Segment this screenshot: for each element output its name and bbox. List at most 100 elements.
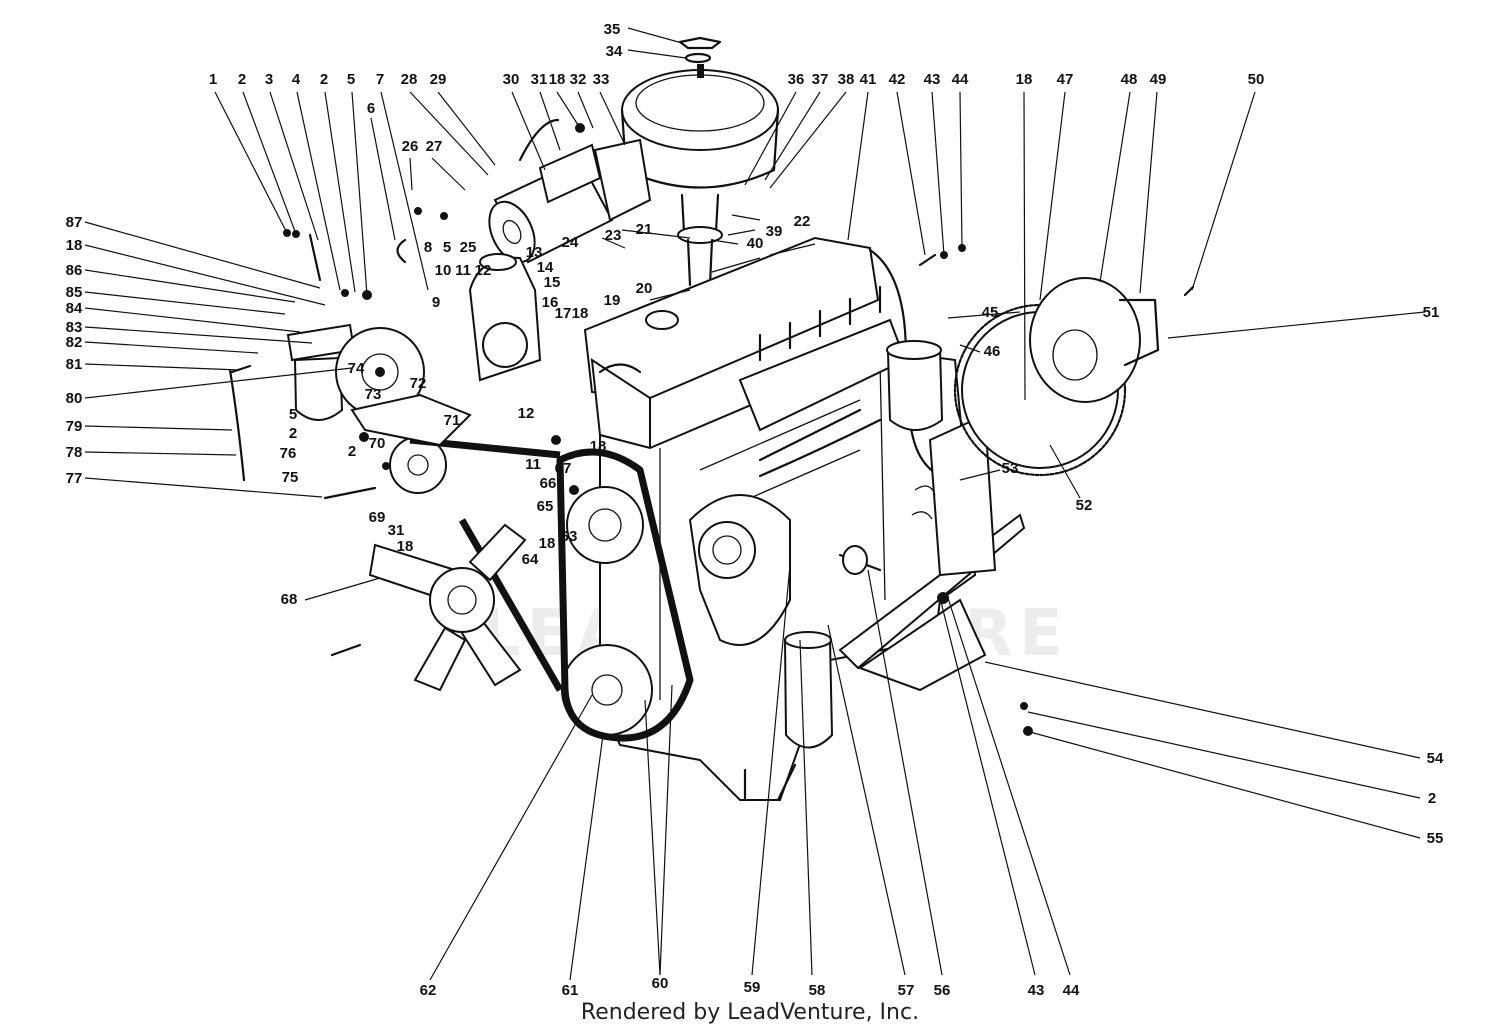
callout-label: 85 <box>66 284 83 301</box>
callout-label: 37 <box>812 71 829 88</box>
callout-label: 39 <box>766 223 783 240</box>
callout-label: 71 <box>444 412 461 429</box>
callout-labels: 1 2 3 4 2 5 7 6 28 29 30 31 18 32 33 35 … <box>66 21 1444 999</box>
callout-label: 84 <box>66 300 83 317</box>
flywheel-housing <box>911 413 997 577</box>
credit-footer: Rendered by LeadVenture, Inc. <box>580 1000 920 1025</box>
callout-label: 5 <box>289 406 297 423</box>
callout-label: 86 <box>66 262 83 279</box>
callout-label: 82 <box>66 334 83 351</box>
callout-label: 31 <box>388 522 405 539</box>
callout-label: 11 <box>525 456 541 473</box>
callout-label: 51 <box>1423 304 1440 321</box>
callout-label: 45 <box>982 304 999 321</box>
callout-label: 3 <box>265 71 273 88</box>
callout-label: 18 <box>549 71 566 88</box>
callout-label: 2 <box>289 425 297 442</box>
callout-label: 69 <box>369 509 386 526</box>
callout-label: 77 <box>66 470 83 487</box>
callout-label: 2 <box>1428 790 1436 807</box>
callout-label: 34 <box>606 43 623 60</box>
callout-label: 6 <box>367 100 375 117</box>
callout-label: 53 <box>1002 460 1019 477</box>
callout-label: 23 <box>605 227 622 244</box>
callout-label: 63 <box>561 528 578 545</box>
callout-label: 80 <box>66 390 83 407</box>
callout-label: 2 <box>238 71 246 88</box>
callout-label: 36 <box>788 71 805 88</box>
callout-label: 49 <box>1150 71 1167 88</box>
cylinder-head <box>583 236 880 450</box>
callout-label: 18 <box>572 305 589 322</box>
callout-label: 43 <box>924 71 941 88</box>
callout-label: 65 <box>537 498 554 515</box>
callout-label: 4 <box>292 71 301 88</box>
callout-label: 87 <box>66 214 83 231</box>
callout-label: 48 <box>1121 71 1138 88</box>
callout-label: 52 <box>1076 497 1093 514</box>
callout-label: 21 <box>636 221 653 238</box>
starter-motor <box>488 118 652 264</box>
callout-label: 40 <box>747 235 764 252</box>
callout-label: 8 <box>424 239 432 256</box>
callout-label: 18 <box>1016 71 1033 88</box>
timing-cover <box>688 494 791 646</box>
callout-label: 9 <box>432 294 440 311</box>
callout-label: 16 <box>542 294 559 311</box>
callout-label: 11 <box>455 262 471 279</box>
callout-label: 24 <box>562 234 579 251</box>
callout-label: 32 <box>570 71 587 88</box>
callout-label: 12 <box>518 405 535 422</box>
callout-label: 67 <box>555 460 572 477</box>
callout-label: 68 <box>281 591 298 608</box>
fuel-filter <box>783 340 944 749</box>
leader-lines <box>84 27 1426 981</box>
callout-label: 81 <box>66 356 83 373</box>
callout-label: 10 <box>435 262 452 279</box>
callout-label: 41 <box>860 71 877 88</box>
callout-label: 76 <box>280 445 297 462</box>
callout-label: 31 <box>531 71 548 88</box>
callout-label: 15 <box>544 274 561 291</box>
callout-label: 30 <box>503 71 520 88</box>
callout-label: 58 <box>809 982 826 999</box>
callout-label: 43 <box>1028 982 1045 999</box>
callout-label: 13 <box>526 244 543 261</box>
callout-label: 38 <box>838 71 855 88</box>
callout-label: 42 <box>889 71 906 88</box>
callout-label: 50 <box>1248 71 1265 88</box>
flywheel <box>953 277 1160 477</box>
callout-label: 56 <box>934 982 951 999</box>
callout-label: 2 <box>348 443 356 460</box>
callout-label: 29 <box>430 71 447 88</box>
callout-label: 5 <box>347 71 355 88</box>
callout-label: 70 <box>369 435 386 452</box>
callout-label: 54 <box>1427 750 1444 767</box>
callout-label: 66 <box>540 475 557 492</box>
air-cleaner <box>620 36 780 287</box>
callout-label: 1 <box>209 71 217 88</box>
callout-label: 14 <box>537 259 554 276</box>
callout-label: 22 <box>794 213 811 230</box>
callout-label: 27 <box>426 138 443 155</box>
callout-label: 5 <box>443 239 451 256</box>
callout-label: 7 <box>376 71 384 88</box>
callout-label: 62 <box>420 982 437 999</box>
callout-label: 25 <box>460 239 477 256</box>
callout-label: 55 <box>1427 830 1444 847</box>
engine-artwork <box>228 36 1195 802</box>
cooling-fan <box>368 523 527 692</box>
callout-label: 57 <box>898 982 915 999</box>
callout-label: 17 <box>555 305 572 322</box>
callout-label: 61 <box>562 982 579 999</box>
callout-label: 35 <box>604 21 621 38</box>
callout-label: 44 <box>952 71 969 88</box>
callout-label: 2 <box>320 71 328 88</box>
callout-label: 46 <box>984 343 1001 360</box>
callout-label: 18 <box>397 538 414 555</box>
callout-label: 60 <box>652 975 669 992</box>
callout-label: 18 <box>66 237 83 254</box>
callout-label: 74 <box>348 360 365 377</box>
callout-label: 79 <box>66 418 83 435</box>
